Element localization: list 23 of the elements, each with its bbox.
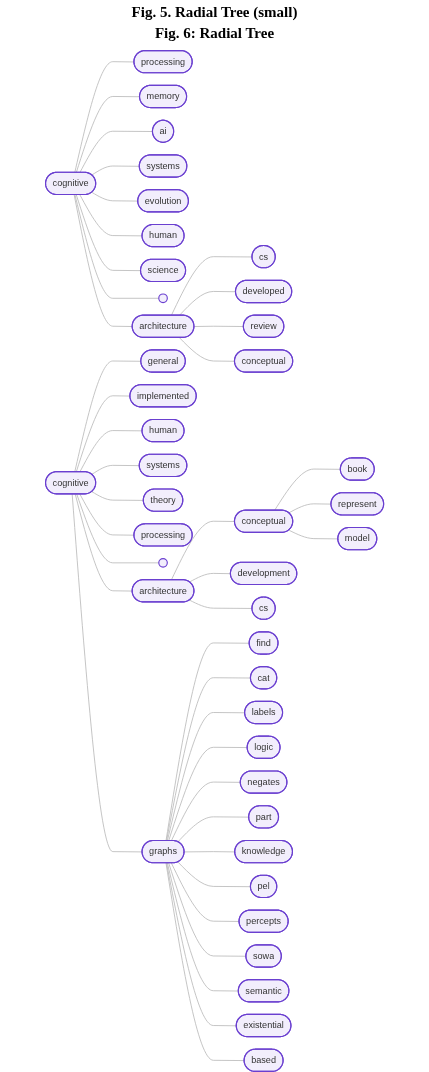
connector [193, 325, 244, 327]
connector [73, 194, 133, 327]
connector [74, 360, 142, 473]
connector [74, 194, 160, 299]
connector [71, 493, 143, 853]
connector [165, 862, 245, 1061]
figure-caption: Fig. 5. Radial Tree (small) [130, 4, 299, 21]
node-circle [158, 558, 168, 568]
connector [74, 493, 133, 592]
connector [274, 468, 341, 511]
connector [75, 194, 142, 272]
connector [91, 165, 140, 176]
connector [166, 862, 237, 1027]
connector [91, 464, 140, 475]
connector [168, 746, 248, 842]
connector [91, 491, 144, 501]
figure-caption: Fig. 6: Radial Tree [153, 25, 276, 42]
connector [165, 642, 250, 842]
connector [170, 781, 241, 842]
connector [166, 712, 246, 842]
connector [76, 493, 160, 564]
connector [166, 862, 239, 992]
node-circle [158, 293, 168, 304]
